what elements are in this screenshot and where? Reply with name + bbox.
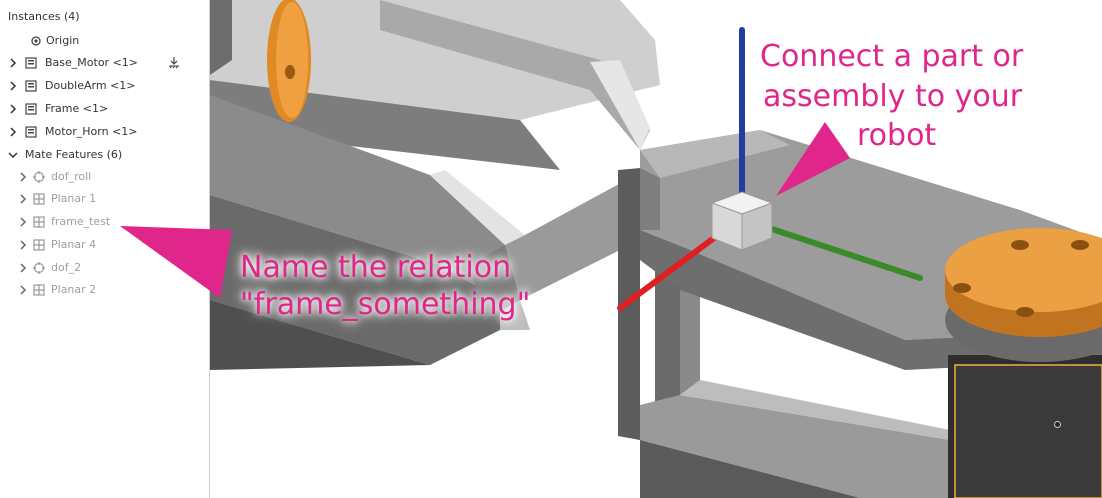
origin-label: Origin — [46, 34, 80, 47]
annotation-name-line2: "frame_something" — [240, 287, 531, 322]
mate-label: Planar 2 — [51, 283, 97, 296]
planar-mate-icon — [33, 239, 45, 251]
ground-icon — [169, 57, 179, 69]
annotation-connect-line2: assembly to your — [763, 79, 1023, 114]
chevron-right-icon[interactable] — [18, 259, 28, 277]
planar-mate-icon — [33, 193, 45, 205]
mate-label: Planar 4 — [51, 238, 97, 251]
instance-label: DoubleArm <1> — [45, 79, 136, 92]
part-studio-icon — [25, 103, 37, 115]
origin-point-icon — [1054, 421, 1061, 428]
chevron-right-icon[interactable] — [18, 213, 28, 231]
chevron-right-icon[interactable] — [8, 54, 18, 72]
part-studio-icon — [25, 57, 37, 69]
motor-horn-part[interactable] — [267, 0, 311, 122]
mate-item-dof-roll[interactable]: dof_roll — [18, 168, 203, 186]
base-motor-part[interactable] — [945, 228, 1102, 498]
annotation-arrow-connect — [776, 122, 850, 196]
mate-item-dof-2[interactable]: dof_2 — [18, 259, 203, 277]
origin-icon — [31, 36, 41, 46]
instance-label: Base_Motor <1> — [45, 56, 139, 69]
annotation-connect-line1: Connect a part or — [760, 39, 1024, 74]
revolute-mate-icon — [33, 262, 45, 274]
planar-mate-icon — [33, 216, 45, 228]
instance-item-base-motor[interactable]: Base_Motor <1> — [8, 54, 203, 72]
mate-label: Planar 1 — [51, 192, 97, 205]
chevron-right-icon[interactable] — [18, 168, 28, 186]
chevron-right-icon[interactable] — [18, 236, 28, 254]
mate-item-planar-4[interactable]: Planar 4 — [18, 236, 203, 254]
mate-label: dof_roll — [51, 170, 92, 183]
chevron-right-icon[interactable] — [18, 281, 28, 299]
instance-list-panel: Instances (4) Origin Base_Motor <1> Doub… — [0, 0, 210, 498]
mate-label: dof_2 — [51, 261, 82, 274]
mate-label: frame_test — [51, 215, 111, 228]
mate-item-planar-1[interactable]: Planar 1 — [18, 190, 203, 208]
chevron-right-icon[interactable] — [18, 190, 28, 208]
instance-item-doublearm[interactable]: DoubleArm <1> — [8, 77, 203, 95]
mate-features-folder[interactable]: Mate Features (6) — [8, 146, 203, 164]
instance-item-frame[interactable]: Frame <1> — [8, 100, 203, 118]
chevron-right-icon[interactable] — [8, 123, 18, 141]
chevron-down-icon[interactable] — [8, 146, 18, 164]
annotation-connect-line3: robot — [857, 118, 937, 153]
chevron-right-icon[interactable] — [8, 77, 18, 95]
instance-label: Frame <1> — [45, 102, 109, 115]
chevron-right-icon[interactable] — [8, 100, 18, 118]
annotation-name-line1: Name the relation — [240, 250, 512, 285]
planar-mate-icon — [33, 284, 45, 296]
mate-features-label: Mate Features (6) — [25, 148, 123, 161]
origin-item[interactable]: Origin — [30, 32, 190, 50]
instance-label: Motor_Horn <1> — [45, 125, 138, 138]
mate-connector[interactable] — [617, 27, 923, 311]
mate-item-frame-test[interactable]: frame_test — [18, 213, 203, 231]
part-studio-icon — [25, 126, 37, 138]
instance-item-motor-horn[interactable]: Motor_Horn <1> — [8, 123, 203, 141]
part-studio-icon — [25, 80, 37, 92]
mate-item-planar-2[interactable]: Planar 2 — [18, 281, 203, 299]
instances-header: Instances (4) — [8, 10, 80, 23]
revolute-mate-icon — [33, 171, 45, 183]
